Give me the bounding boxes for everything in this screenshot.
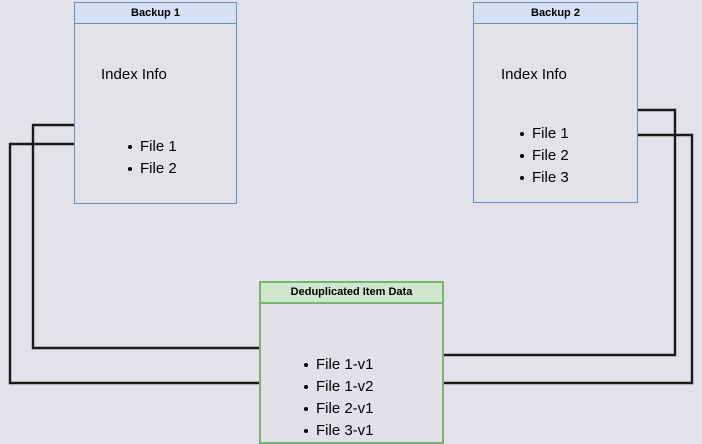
deduplicated-item-data-title: Deduplicated Item Data	[261, 283, 442, 304]
connector-backup1-file2-to-file2v1	[8, 142, 300, 387]
deduplicated-item-data-body: File 1-v1 File 1-v2 File 2-v1 File 3-v1	[261, 304, 442, 442]
deduplicated-item-data-box[interactable]: Deduplicated Item Data File 1-v1 File 1-…	[259, 281, 444, 444]
list-item: File 1	[126, 136, 177, 158]
list-item: File 2-v1	[302, 398, 374, 420]
backup-1-body: Index Info File 1 File 2	[75, 24, 236, 203]
backup-2-index-info-label: Index Info	[501, 66, 567, 83]
backup-1-file-list: File 1 File 2	[126, 136, 177, 180]
deduplicated-file-list: File 1-v1 File 1-v2 File 2-v1 File 3-v1	[302, 354, 374, 442]
list-item: File 1-v2	[302, 376, 374, 398]
backup-1-title: Backup 1	[75, 3, 236, 24]
backup-2-body: Index Info File 1 File 2 File 3	[474, 24, 637, 202]
connector-backup2-file2-to-file2v1	[393, 133, 694, 387]
list-item: File 2	[518, 145, 569, 167]
backup-1-box[interactable]: Backup 1 Index Info File 1 File 2	[74, 2, 237, 204]
list-item: File 3	[518, 167, 569, 189]
list-item: File 3-v1	[302, 420, 374, 442]
list-item: File 1	[518, 123, 569, 145]
backup-2-file-list: File 1 File 2 File 3	[518, 123, 569, 189]
backup-1-index-info-label: Index Info	[101, 66, 167, 83]
backup-2-title: Backup 2	[474, 3, 637, 24]
list-item: File 1-v1	[302, 354, 374, 376]
backup-2-box[interactable]: Backup 2 Index Info File 1 File 2 File 3	[473, 2, 638, 203]
list-item: File 2	[126, 158, 177, 180]
